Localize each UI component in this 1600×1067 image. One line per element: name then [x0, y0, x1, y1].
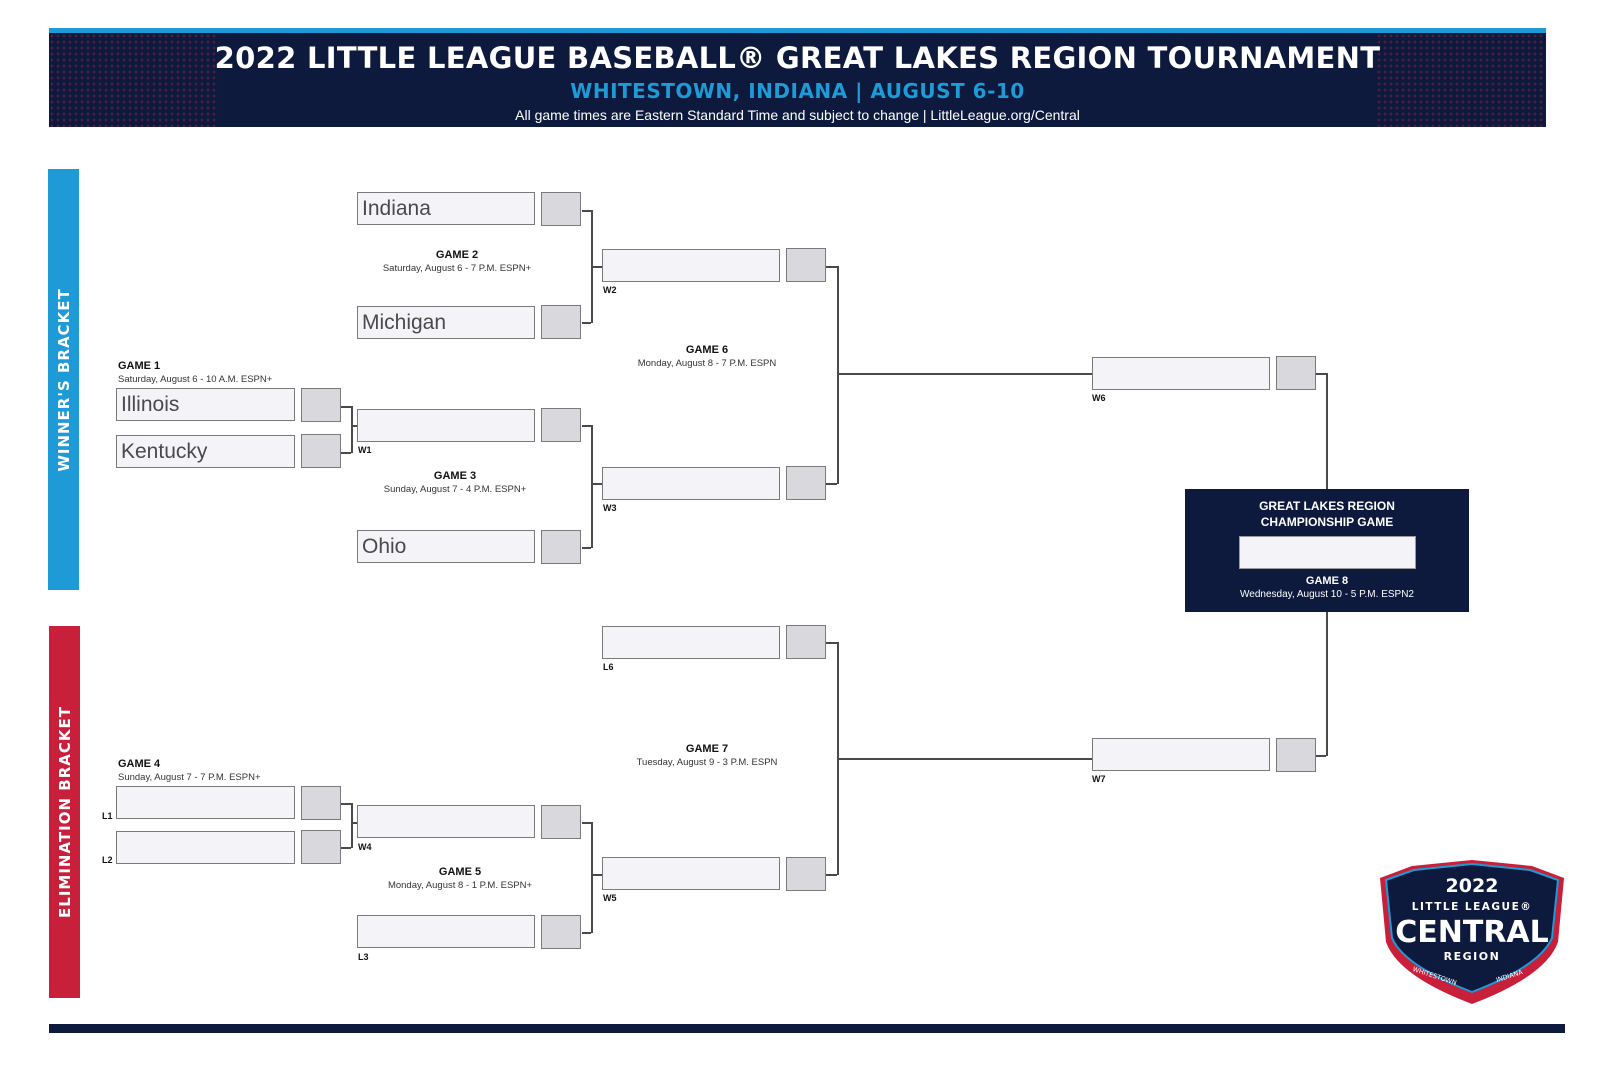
score-box — [541, 408, 581, 442]
score-box — [301, 830, 341, 864]
game-info: Saturday, August 6 - 7 P.M. ESPN+ — [382, 263, 532, 274]
slot-label-l3: L3 — [358, 952, 369, 962]
game-name: GAME 5 — [438, 866, 482, 878]
game-info: Monday, August 8 - 1 P.M. ESPN+ — [387, 880, 533, 891]
score-box — [301, 786, 341, 820]
team-slot-l6 — [602, 626, 780, 659]
team-name: Illinois — [121, 393, 180, 416]
elimination-bracket-sidebar: ELIMINATION BRACKET — [49, 626, 80, 998]
team-name: Kentucky — [121, 440, 208, 463]
game-6-label: GAME 6 Monday, August 8 - 7 P.M. ESPN — [617, 344, 797, 369]
tournament-header: 2022 LITTLE LEAGUE BASEBALL® GREAT LAKES… — [49, 28, 1546, 127]
team-slot-w6 — [1092, 357, 1270, 390]
score-box — [541, 915, 581, 949]
game-2-label: GAME 2 Saturday, August 6 - 7 P.M. ESPN+ — [367, 249, 547, 274]
game-7-label: GAME 7 Tuesday, August 9 - 3 P.M. ESPN — [617, 743, 797, 768]
score-box — [786, 248, 826, 282]
map-pattern-right — [1376, 33, 1546, 127]
championship-title: GREAT LAKES REGION CHAMPIONSHIP GAME — [1185, 498, 1469, 530]
team-slot-l3 — [357, 915, 535, 948]
score-box — [786, 625, 826, 659]
slot-label-l1: L1 — [102, 811, 113, 821]
score-box — [786, 466, 826, 500]
champion-slot — [1238, 536, 1416, 569]
slot-label-l2: L2 — [102, 855, 113, 865]
championship-panel: GREAT LAKES REGION CHAMPIONSHIP GAME GAM… — [1185, 489, 1469, 612]
winners-bracket-sidebar: WINNER'S BRACKET — [48, 169, 79, 590]
team-slot-w2 — [602, 249, 780, 282]
score-box — [1276, 356, 1316, 390]
team-slot-w1 — [357, 409, 535, 442]
slot-label-w2: W2 — [603, 285, 617, 295]
team-name: Michigan — [362, 311, 447, 334]
score-box — [786, 857, 826, 891]
game-info: Tuesday, August 9 - 3 P.M. ESPN — [636, 757, 778, 768]
game-name: GAME 6 — [685, 344, 729, 356]
score-box — [541, 805, 581, 839]
winners-bracket-label: WINNER'S BRACKET — [54, 287, 73, 472]
championship-title-line2: CHAMPIONSHIP GAME — [1260, 515, 1394, 529]
slot-label-w3: W3 — [603, 503, 617, 513]
location-dates: WHITESTOWN, INDIANA | AUGUST 6-10 — [570, 79, 1025, 103]
game-5-label: GAME 5 Monday, August 8 - 1 P.M. ESPN+ — [370, 866, 550, 891]
logo-line1: LITTLE LEAGUE® — [1412, 901, 1533, 913]
elimination-bracket-label: ELIMINATION BRACKET — [55, 706, 74, 918]
team-name: Indiana — [362, 197, 431, 220]
game-info: Saturday, August 6 - 10 A.M. ESPN+ — [118, 374, 273, 385]
score-box — [541, 530, 581, 564]
slot-label-w7: W7 — [1092, 774, 1106, 784]
slot-label-w4: W4 — [358, 842, 372, 852]
team-slot-ohio: Ohio — [357, 530, 535, 563]
game-1-label: GAME 1 Saturday, August 6 - 10 A.M. ESPN… — [118, 360, 272, 385]
team-slot-w7 — [1092, 738, 1270, 771]
game-4-label: GAME 4 Sunday, August 7 - 7 P.M. ESPN+ — [118, 758, 261, 783]
game-info: Sunday, August 7 - 7 P.M. ESPN+ — [118, 772, 261, 783]
page-title: 2022 LITTLE LEAGUE BASEBALL® GREAT LAKES… — [214, 41, 1381, 75]
team-slot-w5 — [602, 857, 780, 890]
team-slot-illinois: Illinois — [116, 388, 295, 421]
team-slot-l2 — [116, 831, 295, 864]
team-slot-w3 — [602, 467, 780, 500]
game-name: GAME 4 — [118, 758, 161, 770]
championship-title-line1: GREAT LAKES REGION — [1259, 499, 1395, 513]
logo-line2: CENTRAL — [1395, 915, 1549, 950]
map-pattern-left — [49, 33, 219, 127]
score-box — [301, 434, 341, 468]
game-name: GAME 1 — [118, 360, 161, 372]
logo-line3: REGION — [1444, 950, 1501, 963]
score-box — [301, 388, 341, 422]
team-slot-l1 — [116, 786, 295, 819]
game-name: GAME 7 — [685, 743, 729, 755]
team-slot-kentucky: Kentucky — [116, 435, 295, 468]
game-name: GAME 2 — [435, 249, 479, 261]
slot-label-w6: W6 — [1092, 393, 1106, 403]
score-box — [1276, 738, 1316, 772]
game-info: Sunday, August 7 - 4 P.M. ESPN+ — [383, 484, 527, 495]
game-8-name: GAME 8 — [1305, 575, 1349, 587]
slot-label-w1: W1 — [358, 445, 372, 455]
team-slot-michigan: Michigan — [357, 306, 535, 339]
game-3-label: GAME 3 Sunday, August 7 - 4 P.M. ESPN+ — [365, 470, 545, 495]
score-box — [541, 305, 581, 339]
team-slot-indiana: Indiana — [357, 192, 535, 225]
game-8-info: Wednesday, August 10 - 5 P.M. ESPN2 — [1240, 589, 1414, 600]
slot-label-w5: W5 — [603, 893, 617, 903]
slot-label-l6: L6 — [603, 662, 614, 672]
game-name: GAME 3 — [433, 470, 477, 482]
footer-bar — [49, 1024, 1565, 1033]
game-info: Monday, August 8 - 7 P.M. ESPN — [637, 358, 777, 369]
score-box — [541, 192, 581, 226]
time-note: All game times are Eastern Standard Time… — [515, 107, 1080, 123]
team-name: Ohio — [362, 535, 407, 558]
team-slot-w4 — [357, 805, 535, 838]
logo-year: 2022 — [1446, 875, 1499, 897]
central-region-logo: 2022 LITTLE LEAGUE® CENTRAL REGION WHITE… — [1380, 860, 1564, 1004]
